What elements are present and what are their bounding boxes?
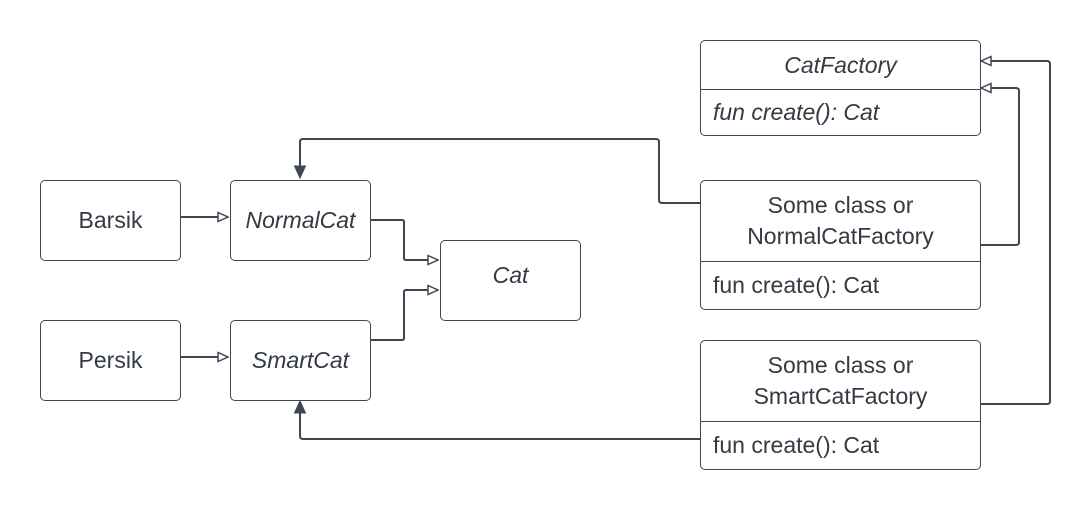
smart-factory-method: fun create(): Cat — [713, 432, 880, 458]
catfactory-divider — [701, 89, 980, 90]
cat-label: Cat — [492, 262, 529, 288]
normal-factory-name-line1: Some class or — [767, 192, 914, 218]
barsik-label: Barsik — [78, 207, 143, 233]
smartcat-to-cat-arrow — [370, 290, 438, 341]
catfactory-name: CatFactory — [784, 51, 897, 78]
normal-factory-class: Some class or NormalCatFactory fun creat… — [700, 180, 981, 310]
catfactory-method: fun create(): Cat — [713, 99, 880, 125]
normalfactory-to-catfactory-arrow — [980, 88, 1020, 246]
catfactory-class: CatFactory fun create(): Cat — [700, 40, 981, 136]
persik-label: Persik — [78, 347, 143, 373]
smart-factory-method-row: fun create(): Cat — [713, 422, 976, 469]
normalfactory-creates-normalcat-arrow — [300, 138, 700, 204]
smartfactory-creates-smartcat-arrow — [300, 402, 700, 440]
smartcat-label: SmartCat — [251, 347, 350, 373]
smartcat-node: SmartCat — [230, 320, 371, 401]
catfactory-header: CatFactory — [701, 41, 980, 89]
persik-node: Persik — [40, 320, 181, 401]
normalcat-to-cat-arrow — [370, 219, 438, 260]
normalcat-node: NormalCat — [230, 180, 371, 261]
normalcat-label: NormalCat — [245, 207, 356, 233]
smart-factory-name-line1: Some class or — [767, 352, 914, 378]
smart-factory-header: Some class or SmartCatFactory — [701, 341, 980, 421]
smart-factory-name-line2: SmartCatFactory — [753, 383, 928, 409]
normal-factory-method: fun create(): Cat — [713, 272, 880, 298]
catfactory-method-row: fun create(): Cat — [713, 90, 976, 135]
normal-factory-header: Some class or NormalCatFactory — [701, 181, 980, 261]
cat-node: Cat — [440, 240, 581, 321]
barsik-node: Barsik — [40, 180, 181, 261]
smart-factory-divider — [701, 421, 980, 422]
normal-factory-method-row: fun create(): Cat — [713, 262, 976, 309]
smart-factory-class: Some class or SmartCatFactory fun create… — [700, 340, 981, 470]
normal-factory-divider — [701, 261, 980, 262]
smartfactory-to-catfactory-arrow — [980, 61, 1051, 405]
normal-factory-name-line2: NormalCatFactory — [747, 223, 934, 249]
